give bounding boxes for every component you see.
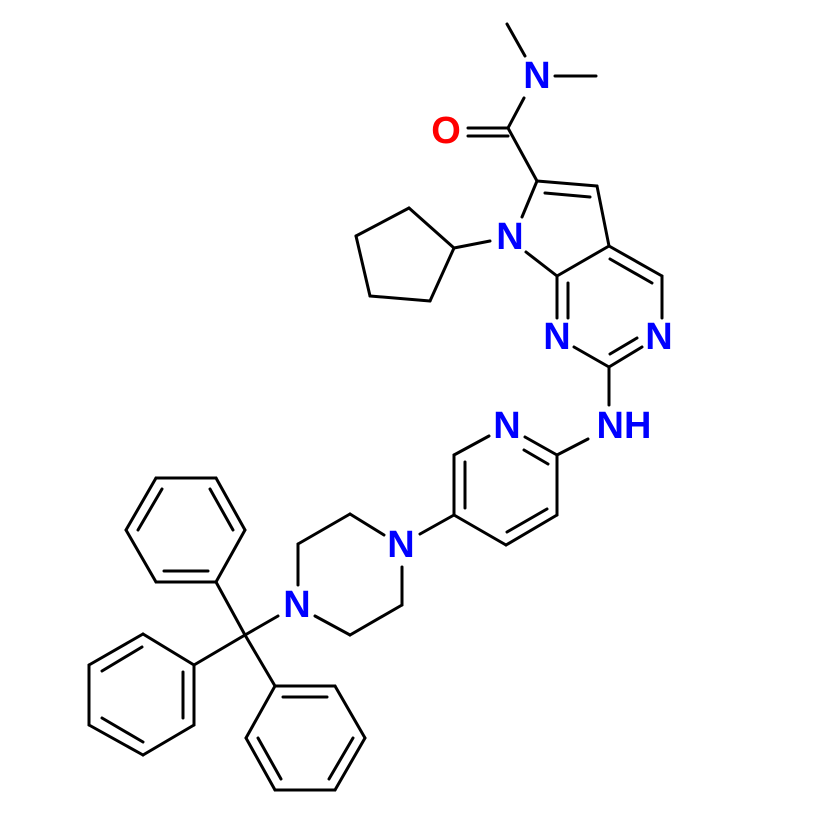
pyrimidine-ring xyxy=(555,244,664,407)
atom-labels: N O N N N NH N N N xyxy=(283,55,672,626)
amine-nh-label: NH xyxy=(597,405,652,447)
carbonyl-oxygen-label: O xyxy=(431,110,461,152)
amide-nitrogen-label: N xyxy=(523,55,550,97)
trityl-group xyxy=(87,476,367,792)
dimethylamide-group xyxy=(466,22,598,183)
pyrimidine-n1-label: N xyxy=(543,316,570,358)
pyrrole-ring xyxy=(520,179,611,278)
piperazine-n1-label: N xyxy=(283,584,310,626)
piperazine-ring xyxy=(243,512,404,637)
cyclopentyl-ring xyxy=(354,206,492,303)
pyrrole-nitrogen-label: N xyxy=(496,216,523,258)
pyridine-ring xyxy=(418,434,590,547)
pyridine-nitrogen-label: N xyxy=(493,405,520,447)
piperazine-n4-label: N xyxy=(387,524,414,566)
pyrimidine-n3-label: N xyxy=(645,316,672,358)
